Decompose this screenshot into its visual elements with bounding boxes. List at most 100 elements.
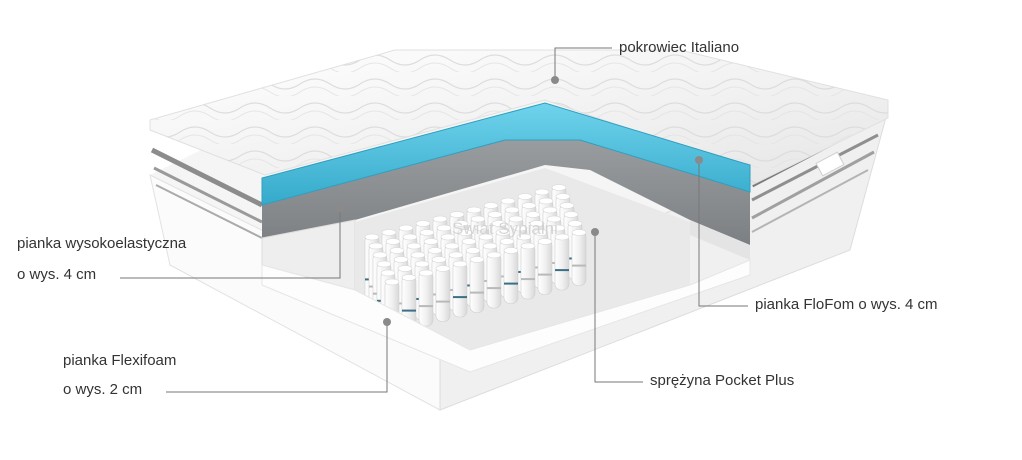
spring-cap (550, 224, 566, 232)
dot-flexifoam (383, 318, 391, 326)
flexifoam-layer (261, 259, 751, 373)
spring-cap (495, 229, 511, 236)
spring-cap (504, 206, 520, 214)
spring-cap (436, 224, 452, 232)
spring-cap (440, 233, 456, 241)
spring-cap (402, 233, 418, 241)
spring-cap (423, 238, 439, 245)
label-highres-line1: pianka wysokoelastyczna (17, 235, 187, 252)
leader-highres (120, 208, 341, 279)
spring-cap (453, 220, 469, 227)
spring-cap (487, 211, 503, 218)
spring-block (355, 168, 690, 350)
spring-cap (401, 274, 417, 281)
spring-band (453, 296, 467, 299)
label-flexifoam-line2: o wys. 2 cm (63, 381, 143, 398)
spring-cap (551, 184, 567, 191)
spring-cap (478, 233, 494, 241)
spring-cap (419, 229, 435, 236)
spring-pocket (520, 243, 536, 300)
spring-band (470, 291, 484, 294)
spring-cap (381, 229, 397, 236)
dot-flofom (695, 156, 703, 164)
dot-highres (336, 204, 344, 212)
spring-cap (542, 206, 558, 214)
spring-band (555, 269, 569, 272)
spring-cap (435, 265, 451, 272)
spring-band (487, 287, 501, 290)
spring-cap (466, 206, 482, 214)
spring-cap (384, 278, 400, 286)
spring-cap (567, 220, 583, 227)
spring-cap (380, 269, 396, 277)
spring-cap (516, 233, 532, 241)
dot-spring (591, 228, 599, 236)
spring-cap (414, 260, 430, 268)
spring-cap (483, 202, 499, 209)
spring-cap (406, 242, 422, 250)
spring-pocket (503, 248, 519, 304)
spring-cap (415, 220, 431, 227)
spring-pocket (469, 257, 485, 313)
spring-cap (448, 251, 464, 259)
spring-cap (389, 247, 405, 254)
leader-flofom (698, 160, 748, 307)
spring-cap (499, 238, 515, 245)
spring-cap (554, 233, 570, 241)
spring-pocket (554, 234, 570, 291)
spring-cap (533, 229, 549, 236)
label-highres-line2: o wys. 4 cm (17, 266, 97, 283)
spring-cap (563, 211, 579, 218)
spring-cap (465, 247, 481, 254)
watermark-text: Świat Sypialni (452, 219, 558, 238)
dot-cover (551, 76, 559, 84)
spring-cap (364, 233, 380, 241)
spring-pocket (537, 239, 553, 295)
spring-cap (431, 256, 447, 263)
spring-cap (512, 224, 528, 232)
spring-band (572, 264, 586, 267)
spring-cap (470, 215, 486, 223)
spring-cap (546, 215, 562, 223)
spring-cap (482, 242, 498, 250)
spring-band (504, 282, 518, 285)
leader-spring (594, 232, 643, 383)
spring-cap (474, 224, 490, 232)
spring-cap (520, 242, 536, 250)
spring-cap (571, 229, 587, 236)
spring-band (402, 309, 416, 312)
spring-band (436, 300, 450, 303)
spring-cap (427, 247, 443, 254)
spring-band (419, 305, 433, 308)
spring-cap (508, 215, 524, 223)
leader-lines (120, 47, 748, 393)
spring-cap (491, 220, 507, 227)
spring-cap (517, 193, 533, 200)
blue-foam-layer (261, 102, 751, 206)
grey-foam-layer (261, 135, 750, 291)
spring-cap (452, 260, 468, 268)
spring-cap (521, 202, 537, 209)
spring-pocket (486, 252, 502, 309)
spring-cap (397, 265, 413, 272)
spring-cap (534, 188, 550, 196)
spring-pocket (418, 270, 434, 327)
leader-dots (336, 76, 703, 326)
spring-cap (372, 251, 388, 259)
label-flexifoam-line1: pianka Flexifoam (63, 352, 177, 369)
spring-pocket (571, 230, 587, 286)
spring-cap (529, 220, 545, 227)
spring-cap (418, 269, 434, 277)
spring-cap (503, 247, 519, 254)
spring-pocket (452, 261, 468, 318)
spring-cap (410, 251, 426, 259)
spring-cap (376, 260, 392, 268)
spring-cap (444, 242, 460, 250)
spring-cap (432, 215, 448, 223)
leader-flexifoam (166, 322, 388, 393)
spring-cap (559, 202, 575, 209)
spring-cap (555, 193, 571, 200)
spring-pocket (435, 266, 451, 322)
